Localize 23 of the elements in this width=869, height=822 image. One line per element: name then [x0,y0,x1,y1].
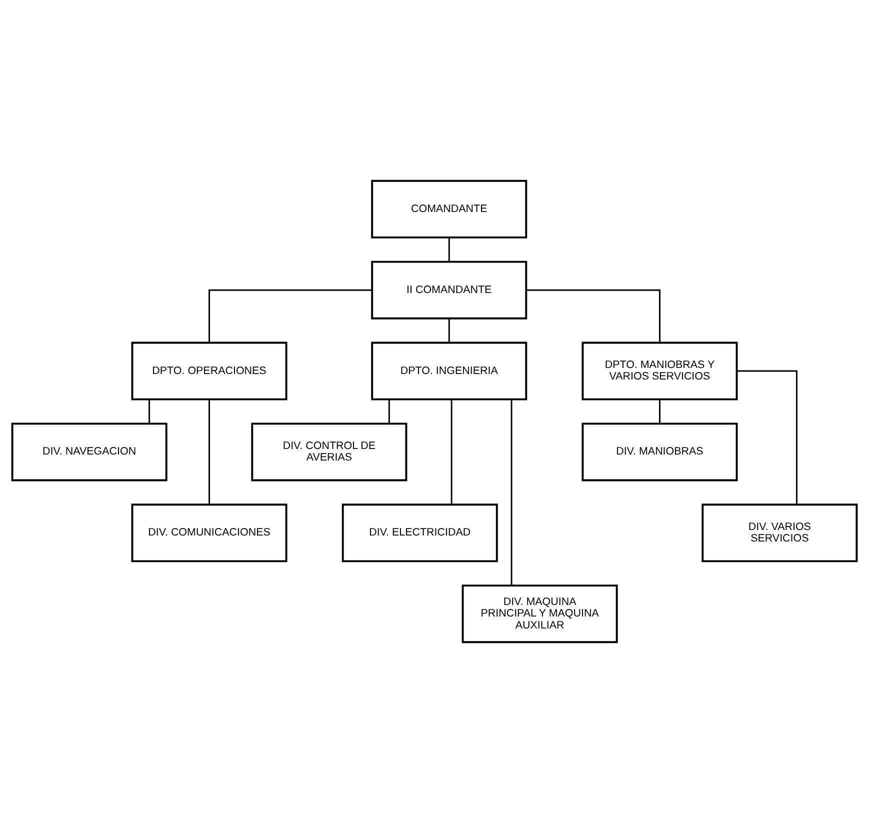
node-box: DPTO. INGENIERIA [371,341,528,400]
connector [448,236,450,262]
node-box: DIV. COMUNICACIONES [131,503,288,562]
node-box: DPTO. OPERACIONES [131,341,288,400]
connector [510,398,512,585]
node-box: II COMANDANTE [371,260,528,319]
connector [448,318,450,342]
node-box: DIV. VARIOS SERVICIOS [702,503,858,562]
connector [388,398,390,424]
node-box: DIV. CONTROL DE AVERIAS [251,422,408,481]
node-box: DPTO. MANIOBRAS Y VARIOS SERVICIOS [582,341,738,400]
connector [526,288,660,342]
connector [450,399,452,504]
node-box: DIV. MANIOBRAS [582,422,738,481]
node-box: COMANDANTE [371,179,528,238]
node-box: DIV. MAQUINA PRINCIPAL Y MAQUINA AUXILIAR [462,584,618,643]
connector [659,398,660,424]
connector [737,370,798,504]
connector [208,399,210,504]
node-box: DIV. NAVEGACION [11,422,168,481]
node-box: DIV. ELECTRICIDAD [342,503,498,562]
connector [208,288,372,342]
connector [148,398,150,424]
